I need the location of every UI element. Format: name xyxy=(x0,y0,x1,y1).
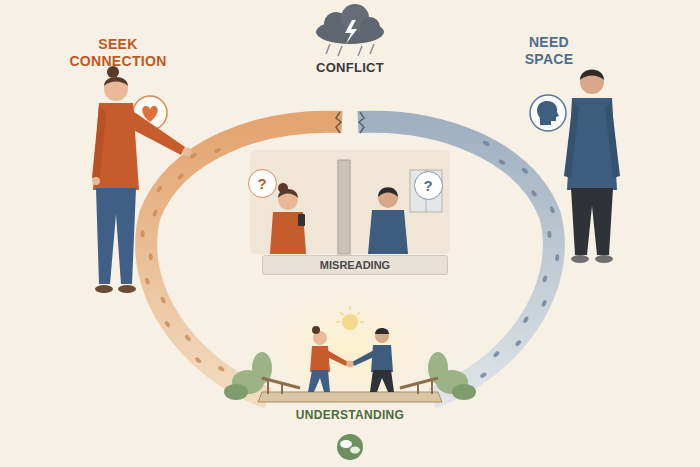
footprint xyxy=(184,334,192,342)
footprint xyxy=(530,189,537,197)
footprint xyxy=(177,173,185,181)
thought-bubble: ? xyxy=(248,169,277,198)
footprint xyxy=(542,275,548,283)
crack xyxy=(336,112,341,133)
footprint xyxy=(555,254,560,261)
mind-icon xyxy=(530,95,566,131)
footprint xyxy=(148,253,153,260)
footprint xyxy=(156,185,163,193)
footprint xyxy=(522,316,529,324)
footprint xyxy=(482,140,490,147)
footprint xyxy=(479,372,487,379)
node-text: ? xyxy=(423,177,432,194)
footprint xyxy=(152,209,158,217)
stage-title: CONFLICT xyxy=(290,60,410,76)
misreading-scene xyxy=(250,150,450,254)
node-text: MISREADING xyxy=(320,259,390,271)
footprint xyxy=(514,339,522,347)
footprint xyxy=(194,356,202,364)
footprint xyxy=(549,206,555,214)
footprint xyxy=(492,350,500,358)
footprint xyxy=(140,230,145,237)
footprint xyxy=(498,158,506,165)
thought-bubble: ? xyxy=(414,171,443,200)
speech-icon xyxy=(337,434,363,460)
stage-title: UNDERSTANDING xyxy=(280,408,420,422)
bridge-scene xyxy=(224,290,476,410)
crack xyxy=(359,112,364,133)
man-figure xyxy=(564,70,620,264)
footprint xyxy=(217,365,225,372)
stage-title: NEED SPACE xyxy=(509,34,589,68)
footprint xyxy=(521,167,529,175)
footprint xyxy=(214,147,222,154)
footprint xyxy=(547,231,552,238)
node-text: ? xyxy=(257,175,266,192)
footprint xyxy=(160,296,167,304)
woman-figure xyxy=(92,66,192,293)
storm-cloud xyxy=(316,4,384,56)
stage-title: SEEK CONNECTION xyxy=(58,36,178,70)
footprint xyxy=(164,320,171,328)
banner-band: MISREADING xyxy=(262,255,448,275)
footprint xyxy=(541,299,548,307)
footprint xyxy=(145,277,151,285)
